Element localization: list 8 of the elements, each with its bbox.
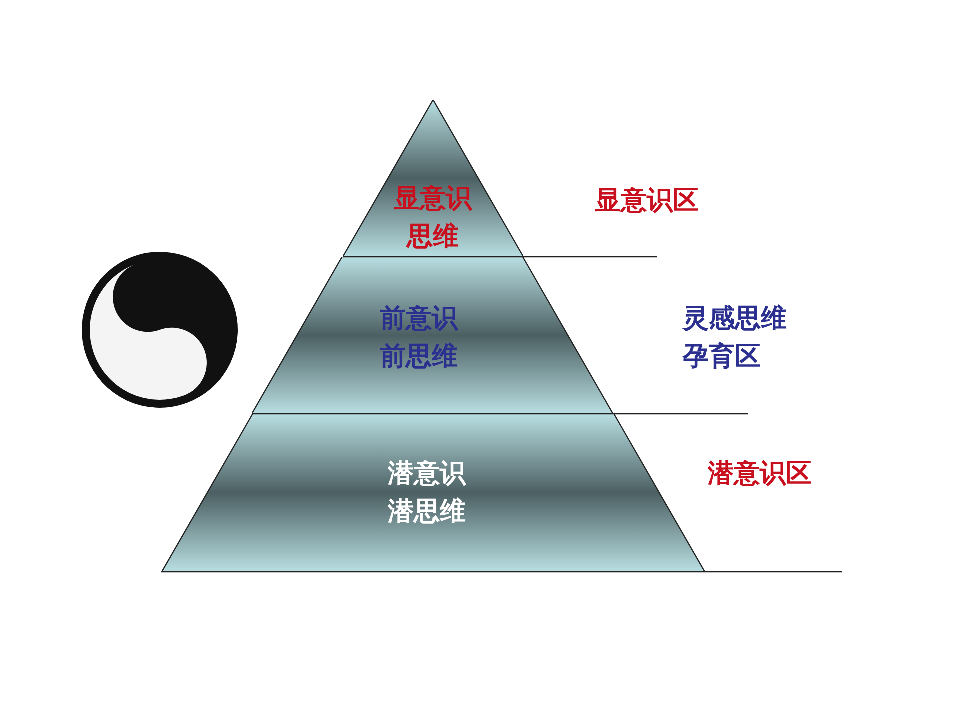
zone-label: 显意识区 bbox=[595, 185, 700, 218]
pyramid-layer bbox=[342, 100, 524, 257]
zone-label: 灵感思维孕育区 bbox=[683, 303, 788, 374]
layer-label: 前意识前思维 bbox=[378, 303, 460, 374]
layer-label: 显意识思维 bbox=[392, 183, 474, 254]
pyramid-layer bbox=[162, 414, 704, 572]
layer-label: 潜意识潜思维 bbox=[386, 458, 468, 529]
zone-label: 潜意识区 bbox=[708, 458, 813, 491]
